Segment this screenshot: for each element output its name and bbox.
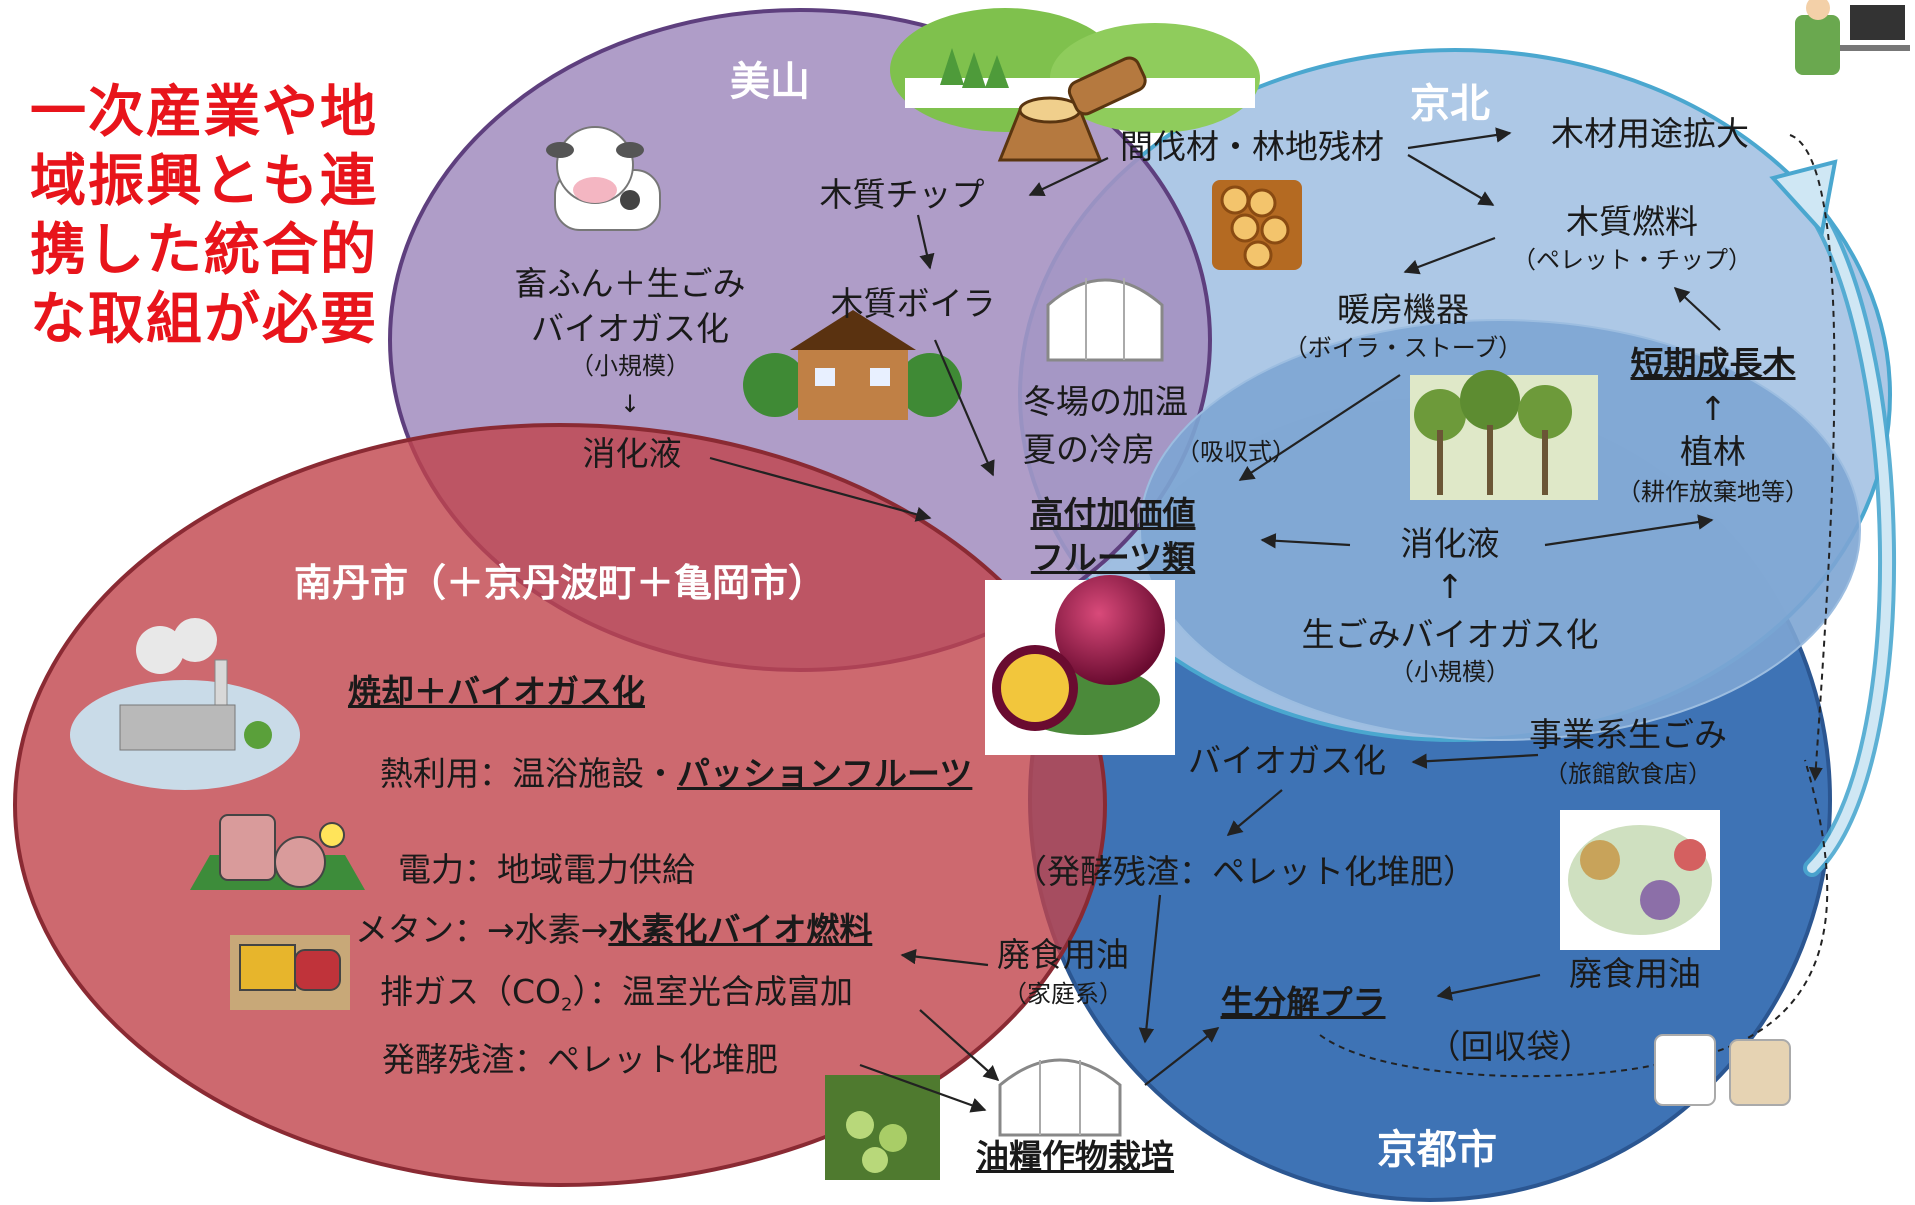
high-value-fruits-line2: フルーツ類 <box>1030 538 1196 577</box>
boiler-stove-label: （ボイラ・ストーブ） <box>1283 334 1523 362</box>
abandoned-farmland-label: （耕作放棄地等） <box>1617 478 1809 506</box>
kyoto-city-title: 京都市 <box>1377 1127 1497 1173</box>
keihoku-up-arrow-1: ↑ <box>1699 389 1727 428</box>
passion-fruit-illustration <box>985 575 1175 755</box>
cow-illustration <box>546 126 661 231</box>
waste-oil-label: 廃食用油 <box>1569 954 1701 993</box>
keihoku-digestate-label: 消化液 <box>1400 524 1500 563</box>
return-flow-arrow-inner <box>1803 195 1892 873</box>
keihoku-up-arrow-2: ↑ <box>1436 567 1464 606</box>
keihoku-inner-circle <box>1139 319 1861 741</box>
household-waste-oil-label: 廃食用油 <box>997 935 1129 974</box>
thinning-residue-label: 間伐材・林地残材 <box>1120 127 1384 166</box>
miyama-down-arrow: ↓ <box>619 390 641 418</box>
methane-hydrogen-label: メタン：→水素→水素化バイオ燃料 <box>355 913 872 946</box>
generator-illustration <box>230 935 350 1010</box>
shopping-bags-illustration <box>1654 1034 1791 1106</box>
exhaust-subscript: 2 <box>561 994 573 1016</box>
kyoto-fermentation-label: （発酵残渣：ペレット化堆肥） <box>1014 852 1476 891</box>
household-label: （家庭系） <box>1003 980 1123 1008</box>
exhaust-prefix: 排ガス（CO <box>380 972 562 1011</box>
wood-use-expansion-label: 木材用途拡大 <box>1551 114 1749 153</box>
firewood-illustration <box>1212 180 1302 270</box>
food-waste-biogas-label: 生ごみバイオガス化 <box>1301 615 1599 654</box>
wood-fuel-label: 木質燃料 <box>1566 202 1698 241</box>
methane-prefix: メタン：→水素→ <box>355 910 609 949</box>
miyama-small-scale-label: （小規模） <box>570 352 690 380</box>
olive-crop-photo <box>825 1075 940 1180</box>
passion-fruit-label: パッションフルーツ <box>677 754 973 793</box>
miyama-title: 美山 <box>730 59 810 105</box>
food-waste-illustration <box>1560 810 1720 950</box>
headline: 一次産業や地域振興とも連携した統合的な取組が必要 <box>30 80 378 352</box>
pellet-chip-label: （ペレット・チップ） <box>1512 246 1752 274</box>
short-rotation-tree-label: 短期成長木 <box>1630 344 1796 383</box>
absorption-label: （吸収式） <box>1176 438 1296 466</box>
biodegradable-plastic-label: 生分解プラ <box>1220 983 1386 1022</box>
stump-log-illustration <box>997 56 1147 162</box>
miyama-biogas-label: バイオガス化 <box>531 309 729 348</box>
kyoto-biogas-label: バイオガス化 <box>1188 741 1386 780</box>
dashed-wood-to-kyoto <box>1789 134 1836 782</box>
wood-chips-label: 木質チップ <box>819 175 985 214</box>
oil-crop-cultivation-label: 油糧作物栽培 <box>976 1137 1174 1176</box>
person-computer-illustration <box>1785 0 1910 85</box>
flow-arrows <box>709 127 1721 1113</box>
high-value-fruits-line1: 高付加価値 <box>1030 494 1196 533</box>
incinerator-plant-illustration <box>70 618 300 790</box>
ryokan-restaurant-label: （旅館飲食店） <box>1544 760 1712 788</box>
biogas-tank-illustration <box>190 814 365 890</box>
cabin-illustration <box>743 310 962 420</box>
power-supply-label: 電力：地域電力供給 <box>398 850 695 889</box>
miyama-digestate-label: 消化液 <box>582 434 682 473</box>
winter-heating-label: 冬場の加温 <box>1023 382 1188 421</box>
summer-cooling-label: 夏の冷房 <box>1023 430 1155 469</box>
heat-use-prefix: 熱利用：温浴施設・ <box>380 754 677 793</box>
nantan-fermentation-label: 発酵残渣：ペレット化堆肥 <box>382 1040 778 1079</box>
exhaust-co2-label: 排ガス（CO2）：温室光合成富加 <box>380 975 853 1015</box>
collection-bag-label: （回収袋） <box>1427 1027 1593 1066</box>
hydrogenated-biofuel-label: 水素化バイオ燃料 <box>608 910 873 949</box>
manure-food-waste-label: 畜ふん＋生ごみ <box>514 264 746 303</box>
nantan-title: 南丹市（＋京丹波町＋亀岡市） <box>293 561 827 605</box>
incineration-biogas-label: 焼却＋バイオガス化 <box>348 672 645 711</box>
business-food-waste-label: 事業系生ごみ <box>1529 715 1727 754</box>
heater-label: 暖房機器 <box>1337 290 1469 329</box>
greenhouse-illustration <box>1046 278 1164 362</box>
planting-label: 植林 <box>1680 432 1746 471</box>
return-flow-arrowhead <box>1769 159 1838 237</box>
keihoku-title: 京北 <box>1410 81 1490 127</box>
greenhouse-bottom-illustration <box>998 1058 1122 1137</box>
exhaust-suffix: ）：温室光合成富加 <box>572 972 853 1011</box>
forest-photo <box>1410 370 1598 500</box>
keihoku-small-scale-label: （小規模） <box>1390 658 1510 686</box>
wood-boiler-label: 木質ボイラ <box>830 284 996 323</box>
heat-use-label: 熱利用：温浴施設・パッションフルーツ <box>380 757 972 790</box>
